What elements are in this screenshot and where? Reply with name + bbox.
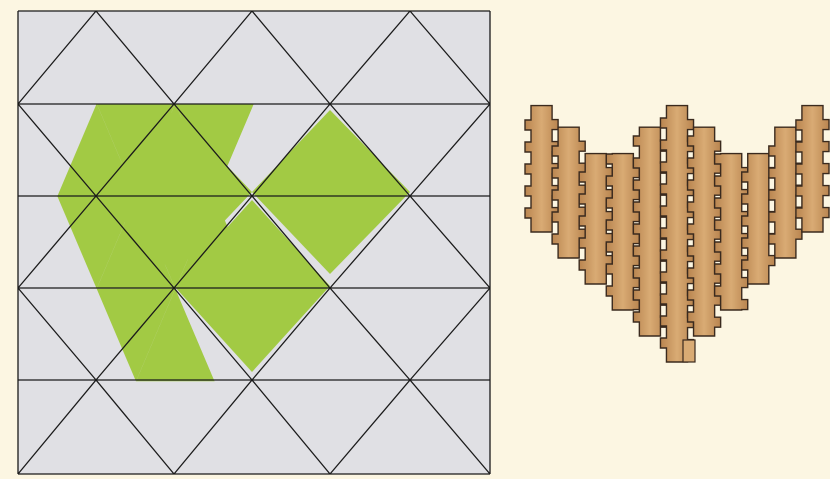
- puzzle-screen: [0, 0, 830, 479]
- triangle-grid-board[interactable]: [0, 0, 830, 479]
